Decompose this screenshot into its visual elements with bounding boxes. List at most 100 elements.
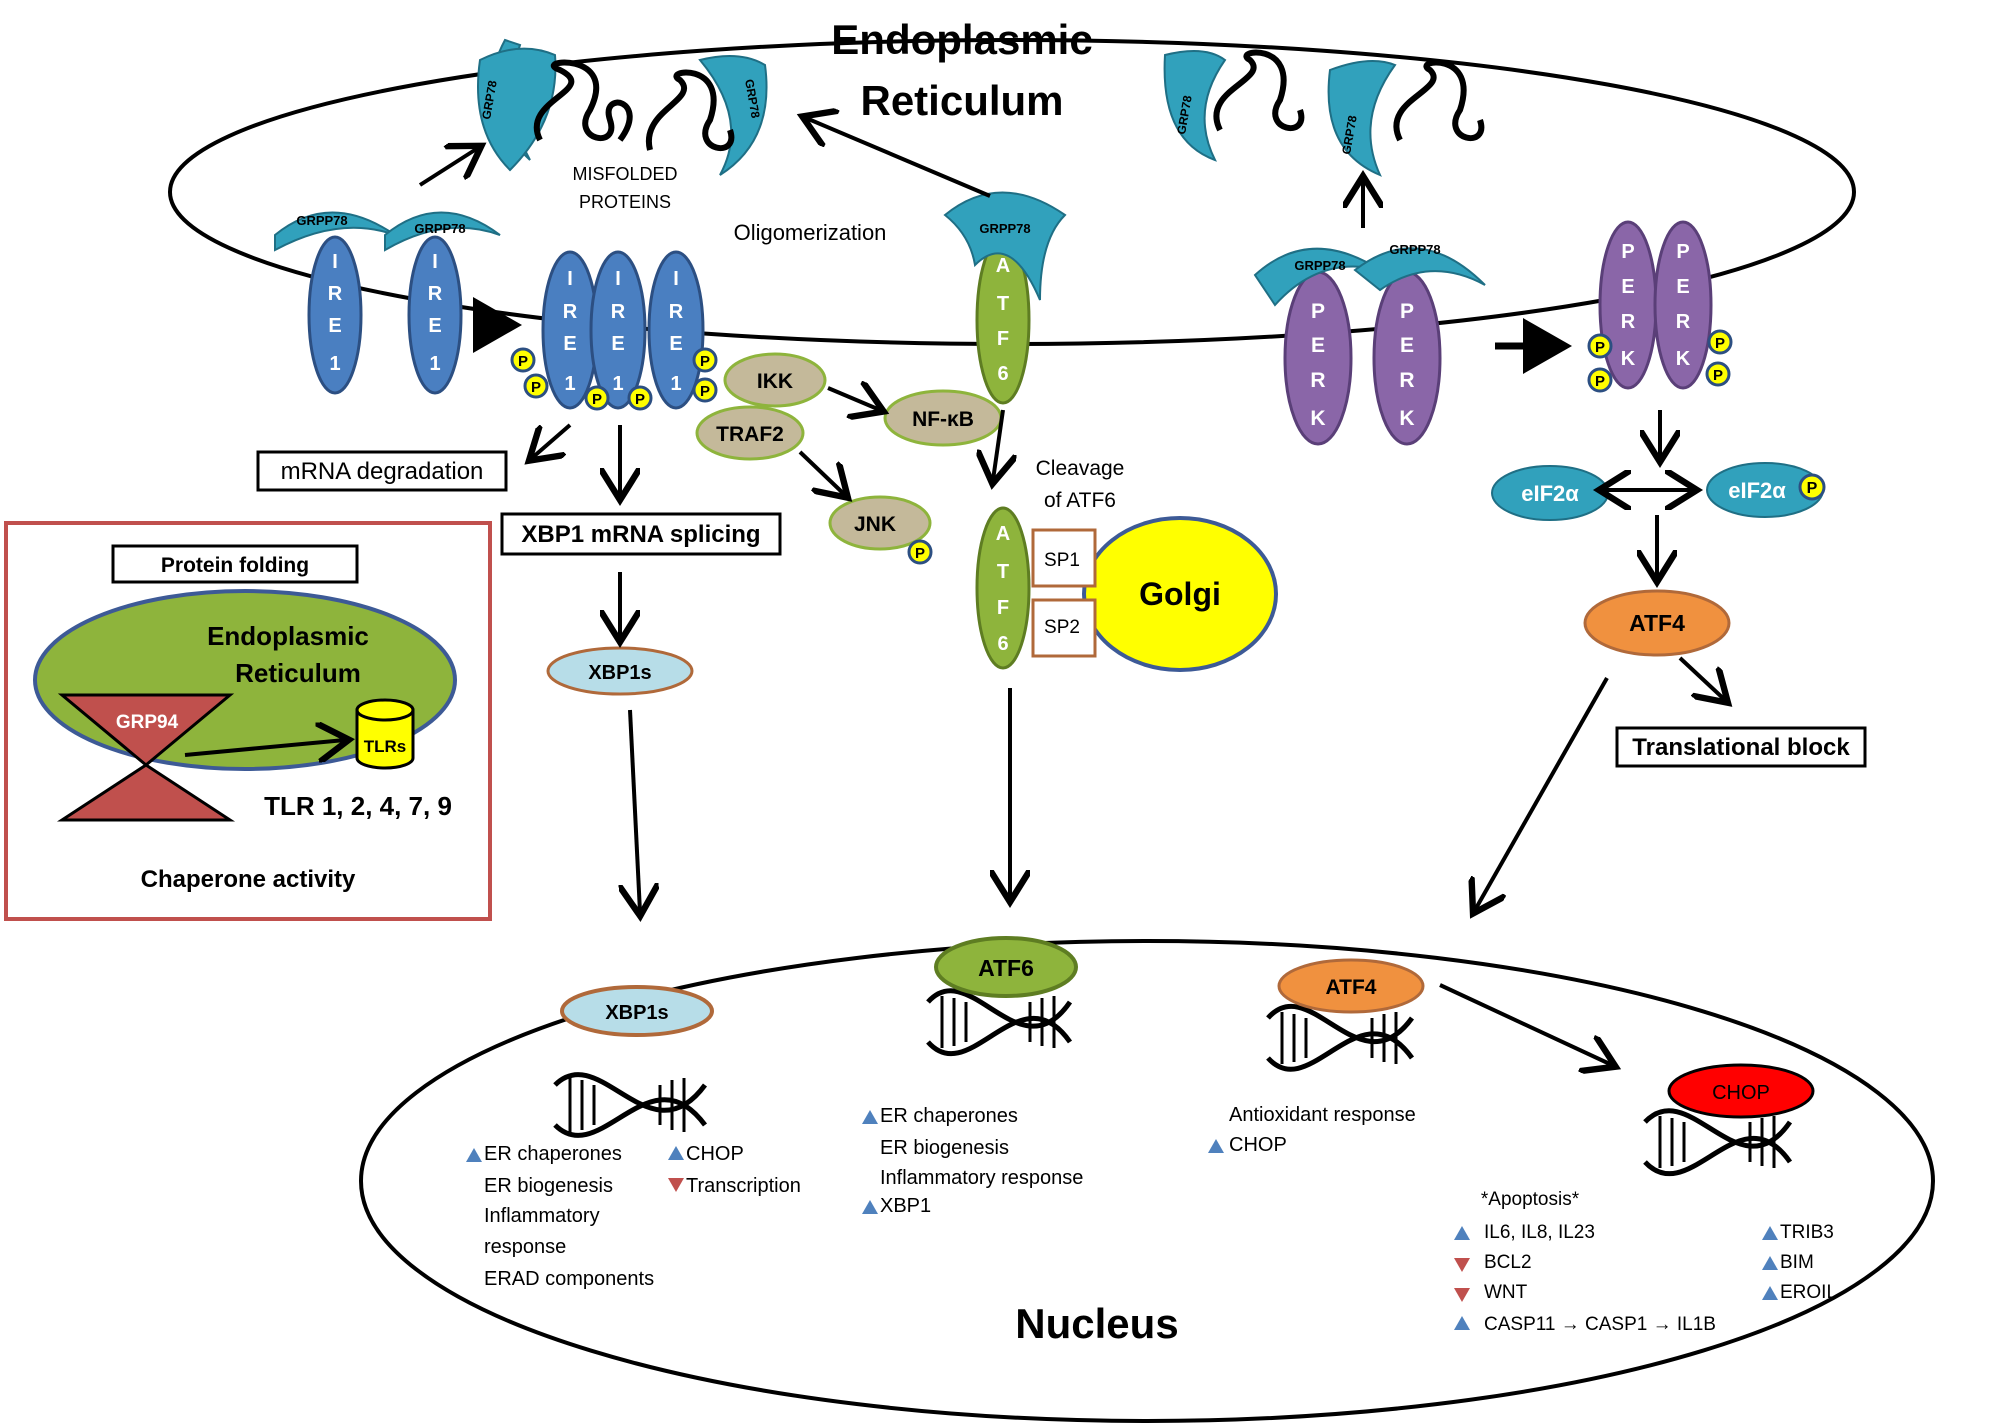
grp78-label: GRP78 (742, 78, 763, 120)
receptor-letter: R (1621, 311, 1636, 333)
effect-text: BCL2 (1484, 1252, 1532, 1273)
up-arrow-icon (862, 1200, 878, 1214)
atf4-nuclear-label: ATF4 (1326, 976, 1377, 999)
xbp1s-dna-group: XBP1s (553, 985, 714, 1138)
atf4-label: ATF4 (1629, 610, 1685, 636)
xbp1s-nuclear-label: XBP1s (605, 1002, 668, 1024)
arrow (806, 118, 991, 198)
sp1-box (1031, 528, 1097, 588)
receptor-letter: P (1621, 241, 1634, 263)
receptor-letter: T (997, 561, 1009, 583)
grp78-label: GRP78 (1339, 114, 1360, 156)
receptor-letter: A (996, 523, 1010, 545)
phospho-label: P (1595, 373, 1605, 390)
translational-block-label: Translational block (1632, 734, 1850, 761)
atf4-effects: Antioxidant response CHOP (1208, 1104, 1416, 1156)
grp78-label: GRPP78 (1294, 258, 1345, 273)
grp78-crescent (1353, 247, 1486, 292)
grp78-crescent (698, 55, 768, 176)
ire1-active: I R E 1 I R E 1 I R E 1 P P P P P P (510, 250, 718, 411)
effect-text: IL6, IL8, IL23 (1484, 1222, 1595, 1243)
receptor-letter: K (1621, 348, 1636, 370)
phospho-label: P (531, 379, 541, 396)
misfolded-proteins-group-right: GRP78 GRP78 (1163, 49, 1485, 177)
receptor-letter: E (428, 315, 441, 337)
effect-text: Transcription (686, 1175, 801, 1197)
receptor-letter: 6 (997, 633, 1008, 655)
receptor-letter: R (563, 301, 578, 323)
phospho-label: P (700, 353, 710, 370)
mrna-degradation-label: mRNA degradation (281, 458, 484, 485)
inset-panel: Protein folding Endoplasmic Reticulum GR… (4, 521, 492, 921)
tlr-list: TLR 1, 2, 4, 7, 9 (264, 791, 452, 821)
atf4-nuclear-node (1277, 958, 1425, 1014)
misfolded-proteins-group-left: GRP78 GRP78 MISFOLDED PROTEINS (477, 38, 768, 212)
mrna-degradation-box (256, 450, 508, 492)
effect-text: XBP1 (880, 1195, 931, 1217)
receptor-letter: R (328, 283, 343, 305)
phospho-dot (510, 347, 536, 373)
phospho-label: P (915, 545, 925, 562)
effect-text: CHOP (1229, 1134, 1287, 1156)
effect-text: ER biogenesis (880, 1137, 1009, 1159)
effect-text: WNT (1484, 1282, 1528, 1303)
grp78-label: GRP78 (479, 79, 500, 121)
receptor-letter: I (615, 268, 621, 290)
xbp1-splicing-label: XBP1 mRNA splicing (521, 521, 760, 548)
cleavage-label-line1: Cleavage (1036, 457, 1125, 480)
grp78-crescent (384, 211, 501, 252)
protein-folding-box (111, 544, 359, 584)
effect-text: Inflammatory response (880, 1167, 1083, 1189)
grp94-label: GRP94 (116, 712, 179, 733)
receptor-letter: 1 (329, 353, 340, 375)
misfolded-label-line1: MISFOLDED (572, 164, 677, 184)
up-arrow-icon (466, 1148, 482, 1162)
down-arrow-icon (668, 1178, 684, 1192)
receptor-letter: E (328, 315, 341, 337)
effect-text: CASP11 → CASP1 → IL1B (1484, 1314, 1716, 1335)
chaperone-label: Chaperone activity (141, 866, 356, 893)
receptor-letter: R (611, 301, 626, 323)
phospho-dot (1587, 367, 1613, 393)
grp78-crescent (1163, 50, 1227, 162)
jnk-node (828, 495, 932, 551)
dna-rungs (568, 1078, 686, 1132)
golgi-label: Golgi (1139, 576, 1221, 612)
jnk-label: JNK (854, 513, 896, 536)
phospho-dot (1587, 333, 1613, 359)
phospho-dot (584, 385, 610, 411)
oligomerization-label: Oligomerization (734, 220, 887, 245)
effect-text: TRIB3 (1780, 1222, 1834, 1243)
phospho-dot (1707, 329, 1733, 355)
ire1-receptor (589, 250, 647, 410)
dna-rungs (1658, 1116, 1776, 1168)
receptor-letter: I (673, 268, 679, 290)
perk-receptor (1653, 220, 1713, 390)
dna-rungs (1280, 1012, 1398, 1064)
tlrs-cylinder (355, 708, 415, 770)
misfolded-protein-squiggle (645, 69, 735, 151)
apoptosis-heading: *Apoptosis* (1481, 1189, 1580, 1210)
phospho-label: P (1713, 367, 1723, 384)
up-arrow-icon (862, 1110, 878, 1124)
grp78-label: GRPP78 (296, 213, 347, 228)
receptor-letter: 1 (670, 373, 681, 395)
misfolded-protein-squiggle (1213, 49, 1305, 132)
grp78-label: GRP78 (1174, 94, 1195, 136)
receptor-letter: R (1399, 369, 1414, 392)
traf2-label: TRAF2 (716, 423, 784, 446)
phospho-dot (907, 539, 933, 565)
grp78-crescent (1327, 60, 1397, 177)
receptor-letter: P (1311, 300, 1325, 323)
atf6-nuclear-label: ATF6 (978, 955, 1034, 981)
arrow (184, 740, 345, 755)
grp78-crescent (943, 191, 1067, 301)
sp1-label: SP1 (1044, 550, 1080, 571)
er-title-line2: Reticulum (860, 77, 1063, 124)
traf2-node (695, 405, 805, 461)
effect-text: Inflammatory (484, 1205, 600, 1227)
arrow (1439, 983, 1612, 1065)
ire1-letters: I R E 1 I R E 1 I R E 1 (563, 268, 684, 395)
atf6-effects: ER chaperones ER biogenesis Inflammatory… (862, 1105, 1083, 1217)
tlrs-cylinder-top (355, 698, 415, 722)
